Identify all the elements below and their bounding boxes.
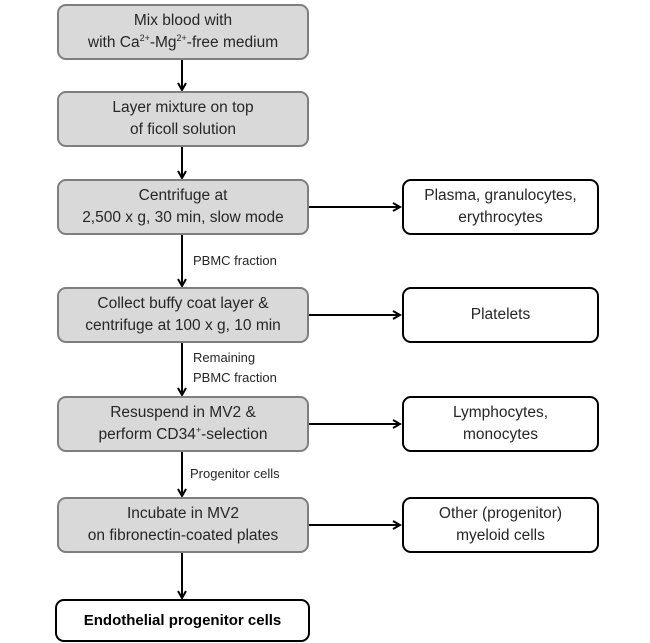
- step-line: with Ca2+-Mg2+-free medium: [87, 32, 279, 51]
- edge-label-pbmc: PBMC fraction: [193, 253, 277, 268]
- output-plasma: Plasma, granulocytes, erythrocytes: [402, 179, 599, 235]
- step-line: Incubate in MV2: [126, 505, 239, 522]
- step-line: 2,500 x g, 30 min, slow mode: [82, 209, 284, 226]
- edge-label-progenitor: Progenitor cells: [190, 466, 280, 481]
- step-line: perform CD34+-selection: [98, 424, 268, 443]
- step-incubate: Incubate in MV2 on fibronectin-coated pl…: [57, 497, 309, 553]
- step-line: on fibronectin-coated plates: [87, 527, 279, 544]
- final-endothelial-progenitor-cells: Endothelial progenitor cells: [55, 599, 310, 642]
- output-lymphocytes: Lymphocytes, monocytes: [402, 396, 599, 452]
- step-line: Centrifuge at: [138, 187, 228, 204]
- step-line: centrifuge at 100 x g, 10 min: [85, 317, 281, 334]
- output-myeloid: Other (progenitor) myeloid cells: [402, 497, 599, 553]
- step-collect-buffy-coat: Collect buffy coat layer & centrifuge at…: [57, 287, 309, 343]
- step-centrifuge: Centrifuge at 2,500 x g, 30 min, slow mo…: [57, 179, 309, 235]
- step-line: Collect buffy coat layer &: [97, 295, 269, 312]
- step-layer-mixture: Layer mixture on top of ficoll solution: [57, 91, 309, 147]
- step-mix-blood: Mix blood with with Ca2+-Mg2+-free mediu…: [57, 4, 309, 60]
- step-line: Resuspend in MV2 &: [110, 404, 256, 421]
- step-line: of ficoll solution: [130, 121, 236, 138]
- output-platelets: Platelets: [402, 287, 599, 343]
- step-line: Mix blood with: [133, 12, 233, 29]
- edge-label-remaining: Remaining PBMC fraction: [193, 350, 277, 385]
- step-line: Layer mixture on top: [112, 99, 254, 116]
- step-resuspend: Resuspend in MV2 & perform CD34+-selecti…: [57, 396, 309, 452]
